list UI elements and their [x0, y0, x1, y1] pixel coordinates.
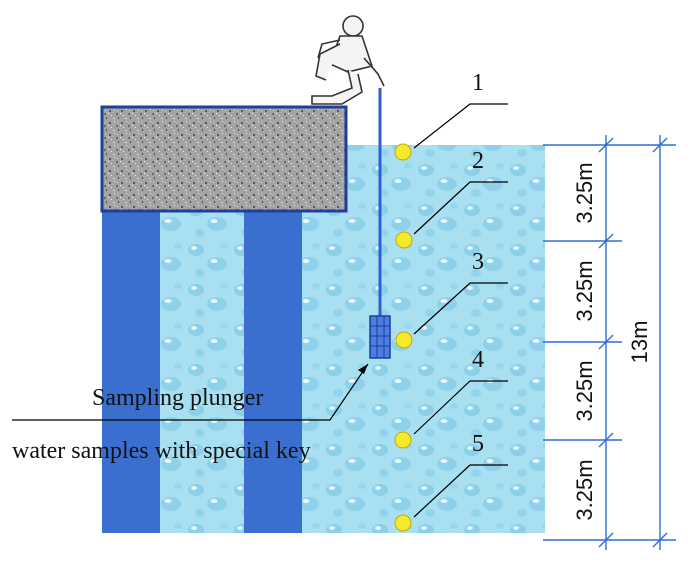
sampling-point-2: 2: [395, 148, 508, 249]
segment-label-3: 3.25m: [572, 360, 597, 421]
sampling-point-4: 4: [394, 347, 508, 449]
sampling-point-3: 3: [395, 249, 508, 349]
pile-left: [102, 208, 160, 533]
sampling-plunger: [369, 315, 391, 359]
pile-cap: [100, 105, 348, 213]
plunger-key-label: water samples with special key: [12, 438, 311, 464]
point-number: 4: [472, 347, 484, 373]
plunger-leader-line: [12, 363, 369, 421]
plunger-leader-arrow: [358, 364, 368, 374]
segment-label-1: 3.25m: [572, 162, 597, 223]
plunger-label: Sampling plunger: [92, 385, 263, 411]
total-depth-label: 13m: [627, 321, 652, 364]
worker-icon: [311, 15, 385, 105]
dimension-lines: [543, 135, 676, 550]
sampling-point-1: 1: [394, 70, 508, 161]
point-number: 1: [472, 70, 484, 96]
segment-label-2: 3.25m: [572, 260, 597, 321]
segment-label-4: 3.25m: [572, 459, 597, 520]
pile-right: [244, 208, 302, 533]
point-number: 3: [472, 249, 484, 275]
point-number: 5: [472, 431, 484, 457]
point-number: 2: [472, 148, 484, 174]
sampling-point-5: 5: [394, 431, 508, 532]
